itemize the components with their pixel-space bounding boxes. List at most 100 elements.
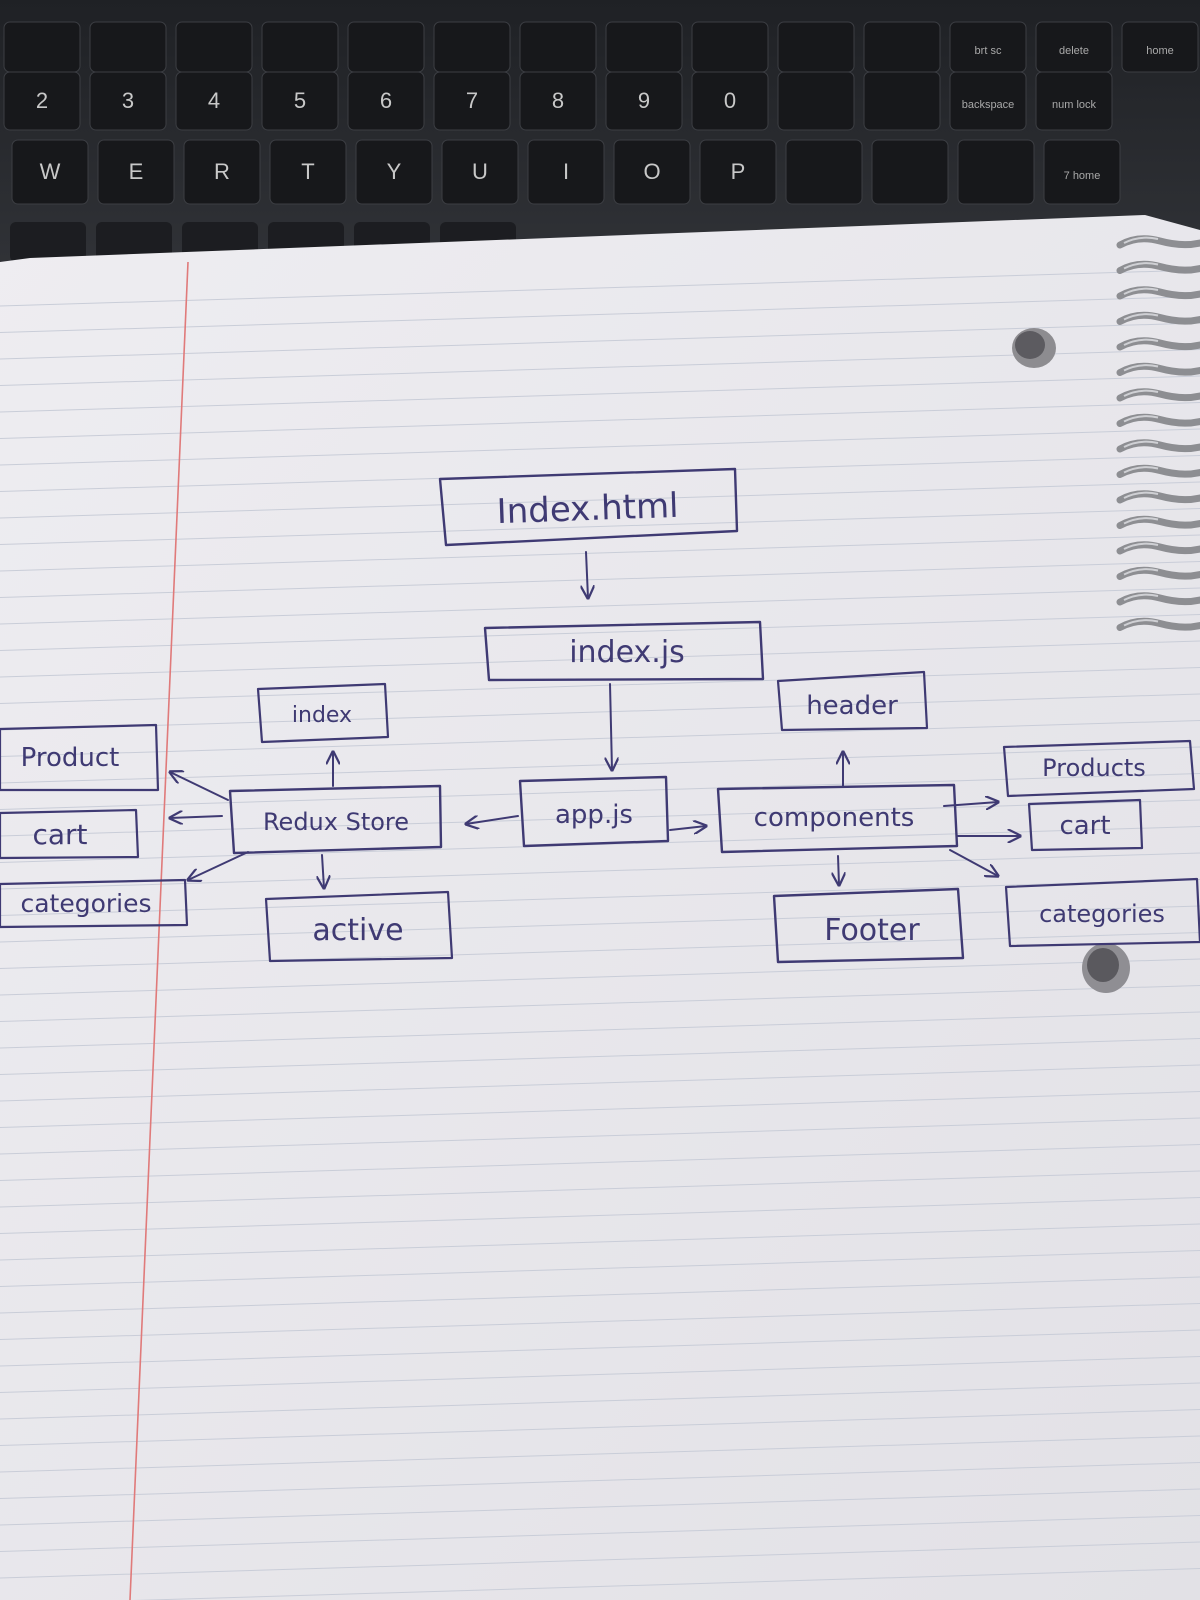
keyboard-key-label: 6: [380, 88, 392, 113]
keyboard-key-label: 4: [208, 88, 220, 113]
box-app-js: [518, 775, 670, 848]
keyboard-key: [691, 21, 769, 73]
ruled-line: [0, 1488, 1200, 1526]
spiral-highlight: [1123, 415, 1159, 423]
edge-index-html-to-index-js: [586, 551, 588, 598]
spiral-highlight: [1123, 593, 1159, 601]
keyboard-key: [96, 222, 172, 262]
label-index: index: [292, 703, 352, 728]
ruled-line: [0, 932, 1200, 969]
keyboard-key: [871, 139, 949, 205]
ruled-line: [0, 852, 1200, 890]
ruled-line: [0, 428, 1200, 466]
keyboard-key-label: 0: [724, 88, 736, 113]
ruled-line: [0, 269, 1200, 307]
spiral-highlight: [1123, 542, 1159, 550]
spiral-highlight: [1123, 568, 1159, 576]
ruled-line: [0, 1170, 1200, 1208]
ruled-lines: [0, 269, 1200, 1600]
keyboard-key: [613, 139, 691, 205]
ruled-line: [0, 587, 1200, 625]
box-redux-store: [228, 784, 443, 855]
ruled-line: [0, 1064, 1200, 1102]
ruled-line: [0, 375, 1200, 413]
ruled-line: [0, 481, 1200, 519]
edge-redux-to-categories: [188, 851, 249, 880]
notebook-paper: [0, 215, 1200, 1600]
label-footer: Footer: [824, 913, 920, 948]
ruled-line: [0, 1435, 1200, 1473]
box-left-categories: [0, 878, 189, 929]
keyboard-key: [605, 71, 683, 131]
keyboard-key: [691, 71, 769, 131]
keyboard-key-label: R: [214, 159, 230, 184]
ruled-line: [0, 1011, 1200, 1049]
keyboard-key-label: P: [731, 159, 746, 184]
keyboard-key-label: 8: [552, 88, 564, 113]
keyboard-key-label: E: [129, 159, 144, 184]
ruled-line: [0, 746, 1200, 784]
box-right-products: [1002, 739, 1196, 798]
box-header: [776, 670, 929, 732]
box-right-categories: [1004, 877, 1200, 948]
spiral-highlight: [1123, 287, 1159, 295]
label-index-html: Index.html: [496, 486, 679, 532]
ruled-line: [0, 667, 1200, 704]
edge-app-js-to-redux: [466, 815, 519, 824]
ruled-line: [133, 1568, 1200, 1600]
keyboard-key-label: O: [643, 159, 660, 184]
ruled-line: [0, 1276, 1200, 1314]
keyboard-key: [3, 71, 81, 131]
keyboard-key: [347, 71, 425, 131]
label-right-categories: categories: [1039, 900, 1165, 928]
keyboard-key-label: Y: [387, 159, 402, 184]
keyboard-key: [10, 222, 86, 262]
ruled-line: [0, 1356, 1200, 1393]
spiral-highlight: [1123, 440, 1159, 448]
ruled-line: [0, 296, 1200, 333]
ruled-line: [0, 1091, 1200, 1128]
keyboard-key: [785, 139, 863, 205]
keyboard-key: [347, 21, 425, 73]
label-redux-store: Redux Store: [263, 808, 409, 836]
box-index: [256, 682, 390, 744]
ruled-line: [0, 534, 1200, 572]
ruled-line: [0, 958, 1200, 996]
box-components: [716, 783, 959, 854]
spiral-highlight: [1123, 364, 1159, 372]
box-footer: [772, 887, 965, 964]
ruled-line: [0, 1382, 1200, 1420]
keyboard-key: [527, 139, 605, 205]
keyboard-key: [3, 21, 81, 73]
box-index-js: [483, 620, 765, 682]
keyboard-key: [355, 139, 433, 205]
keyboard-key-label: T: [301, 159, 314, 184]
ruled-line: [0, 349, 1200, 386]
ruled-line: [0, 1329, 1200, 1367]
keyboard-key: [1121, 21, 1199, 73]
spiral-highlight: [1123, 262, 1159, 270]
keyboard-key: [863, 21, 941, 73]
ruled-line: [0, 1223, 1200, 1261]
keyboard-key: [261, 21, 339, 73]
keyboard-key: [605, 21, 683, 73]
ruled-line: [0, 508, 1200, 545]
spiral-highlight: [1123, 517, 1159, 525]
ruled-line: [0, 1462, 1200, 1499]
ruled-line: [0, 879, 1200, 916]
keyboard-key-label: 5: [294, 88, 306, 113]
label-left-cart: cart: [32, 818, 87, 851]
keyboard-key-label: U: [472, 159, 488, 184]
ruled-line: [0, 905, 1200, 943]
ruled-line: [0, 1197, 1200, 1234]
label-right-cart: cart: [1059, 811, 1110, 841]
keyboard-key-label: backspace: [962, 99, 1015, 111]
ruled-line: [0, 985, 1200, 1022]
edge-redux-to-active: [322, 854, 324, 888]
keyboard-key-label: brt sc: [975, 45, 1002, 57]
keyboard-key-label: 2: [36, 88, 48, 113]
keyboard-key-label: home: [1146, 45, 1174, 57]
keyboard-key-label: 7 home: [1064, 170, 1101, 182]
keyboard-key: [777, 71, 855, 131]
keyboard-key: [433, 21, 511, 73]
